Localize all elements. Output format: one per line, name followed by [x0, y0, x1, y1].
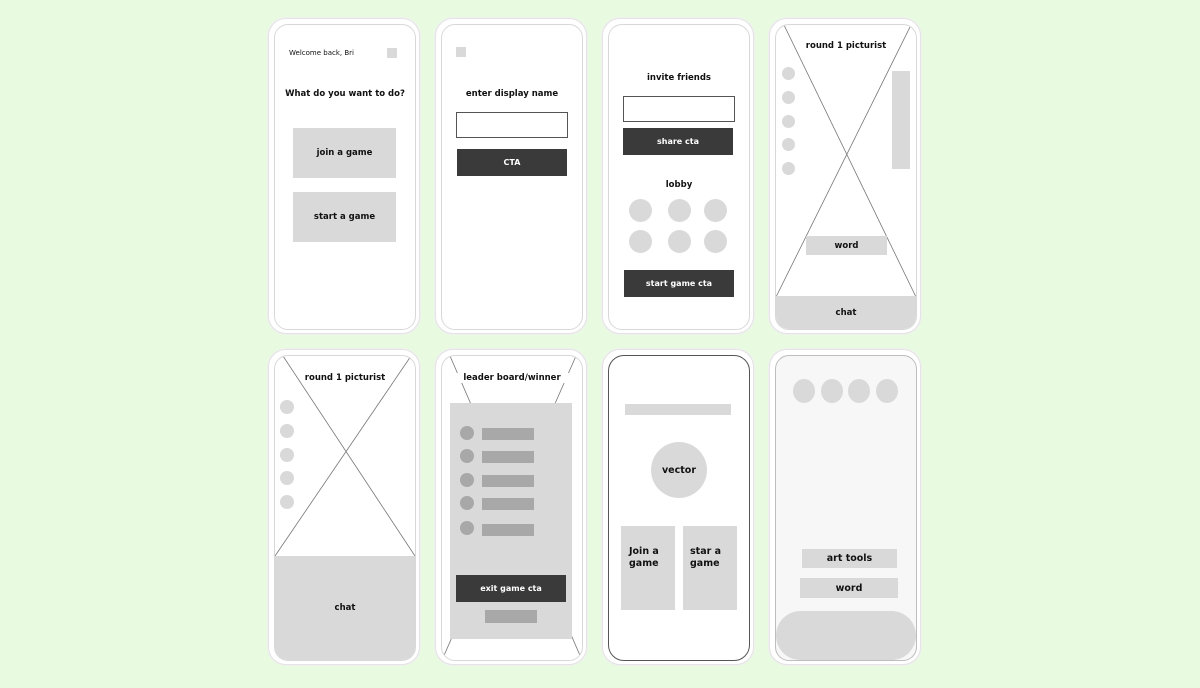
player-dot	[782, 162, 795, 175]
image-placeholder	[275, 356, 415, 557]
player-avatar	[704, 199, 727, 222]
word-label: word	[806, 236, 887, 255]
player-avatar	[629, 199, 652, 222]
leaderboard-screen: leader board/winner exit game cta	[441, 355, 583, 661]
rank-bar	[482, 524, 534, 536]
phone-home: Welcome back, Bri What do you want to do…	[268, 18, 420, 334]
vector-logo: vector	[651, 442, 707, 498]
player-avatar	[848, 379, 870, 403]
display-name-screen: enter display name CTA	[441, 24, 583, 330]
cta-button[interactable]: CTA	[457, 149, 567, 176]
join-game-card-label: Join a game	[629, 546, 659, 569]
display-name-input[interactable]	[456, 112, 568, 138]
player-avatar	[793, 379, 815, 403]
rank-avatar	[460, 496, 474, 510]
landing-screen: vector Join a game star a game	[608, 355, 750, 661]
player-dot	[280, 400, 294, 414]
invite-heading: invite friends	[647, 73, 711, 83]
phone-invite: invite friends share cta lobby start gam…	[602, 18, 754, 334]
chat-panel[interactable]: chat	[275, 556, 415, 660]
player-dot	[280, 424, 294, 438]
player-dot	[280, 448, 294, 462]
art-tools-button[interactable]: art tools	[802, 549, 897, 568]
player-avatar	[876, 379, 898, 403]
player-avatar	[668, 230, 691, 253]
phone-canvas: art tools word	[769, 349, 921, 665]
rank-bar	[482, 498, 534, 510]
player-dot	[782, 138, 795, 151]
rank-bar	[482, 451, 534, 463]
start-game-button[interactable]: start a game	[293, 192, 396, 242]
player-avatar	[821, 379, 843, 403]
display-name-heading: enter display name	[465, 89, 559, 99]
round-picturist-screen-2: round 1 picturist chat	[274, 355, 416, 661]
chat-bubble-area[interactable]	[776, 611, 916, 660]
player-avatar	[704, 230, 727, 253]
round-title: round 1 picturist	[304, 373, 386, 383]
player-avatar	[668, 199, 691, 222]
start-game-card-label: star a game	[690, 546, 722, 569]
side-panel	[892, 71, 910, 169]
exit-game-button[interactable]: exit game cta	[456, 575, 566, 602]
phone-leaderboard: leader board/winner exit game cta	[435, 349, 587, 665]
chat-panel[interactable]: chat	[776, 296, 916, 329]
round-title: round 1 picturist	[805, 41, 887, 51]
player-dot	[782, 115, 795, 128]
player-dot	[280, 495, 294, 509]
invite-screen: invite friends share cta lobby start gam…	[608, 24, 750, 330]
leaderboard-title: leader board/winner	[442, 373, 582, 383]
home-screen: Welcome back, Bri What do you want to do…	[274, 24, 416, 330]
invite-input[interactable]	[623, 96, 735, 122]
player-dot	[280, 471, 294, 485]
image-placeholder	[776, 25, 916, 298]
profile-icon[interactable]	[387, 48, 397, 58]
share-button[interactable]: share cta	[623, 128, 733, 155]
rank-bar	[482, 475, 534, 487]
rank-avatar	[460, 449, 474, 463]
rank-avatar	[460, 521, 474, 535]
join-game-button[interactable]: join a game	[293, 128, 396, 178]
player-dot	[782, 91, 795, 104]
player-avatar	[629, 230, 652, 253]
canvas-screen: art tools word	[775, 355, 917, 661]
lobby-heading: lobby	[665, 180, 693, 190]
phone-display-name: enter display name CTA	[435, 18, 587, 334]
join-game-card[interactable]: Join a game	[621, 526, 675, 610]
rank-bar	[482, 428, 534, 440]
start-game-cta-button[interactable]: start game cta	[624, 270, 734, 297]
word-label: word	[800, 578, 898, 598]
secondary-button[interactable]	[485, 610, 537, 623]
round-picturist-screen: round 1 picturist word chat	[775, 24, 917, 330]
phone-round-picturist-2: round 1 picturist chat	[268, 349, 420, 665]
welcome-text: Welcome back, Bri	[289, 49, 354, 57]
phone-landing: vector Join a game star a game	[602, 349, 754, 665]
rank-avatar	[460, 426, 474, 440]
header-bar	[625, 404, 731, 415]
player-dot	[782, 67, 795, 80]
back-icon[interactable]	[456, 47, 466, 57]
question-heading: What do you want to do?	[285, 89, 405, 99]
rank-avatar	[460, 473, 474, 487]
start-game-card[interactable]: star a game	[683, 526, 737, 610]
phone-round-picturist: round 1 picturist word chat	[769, 18, 921, 334]
